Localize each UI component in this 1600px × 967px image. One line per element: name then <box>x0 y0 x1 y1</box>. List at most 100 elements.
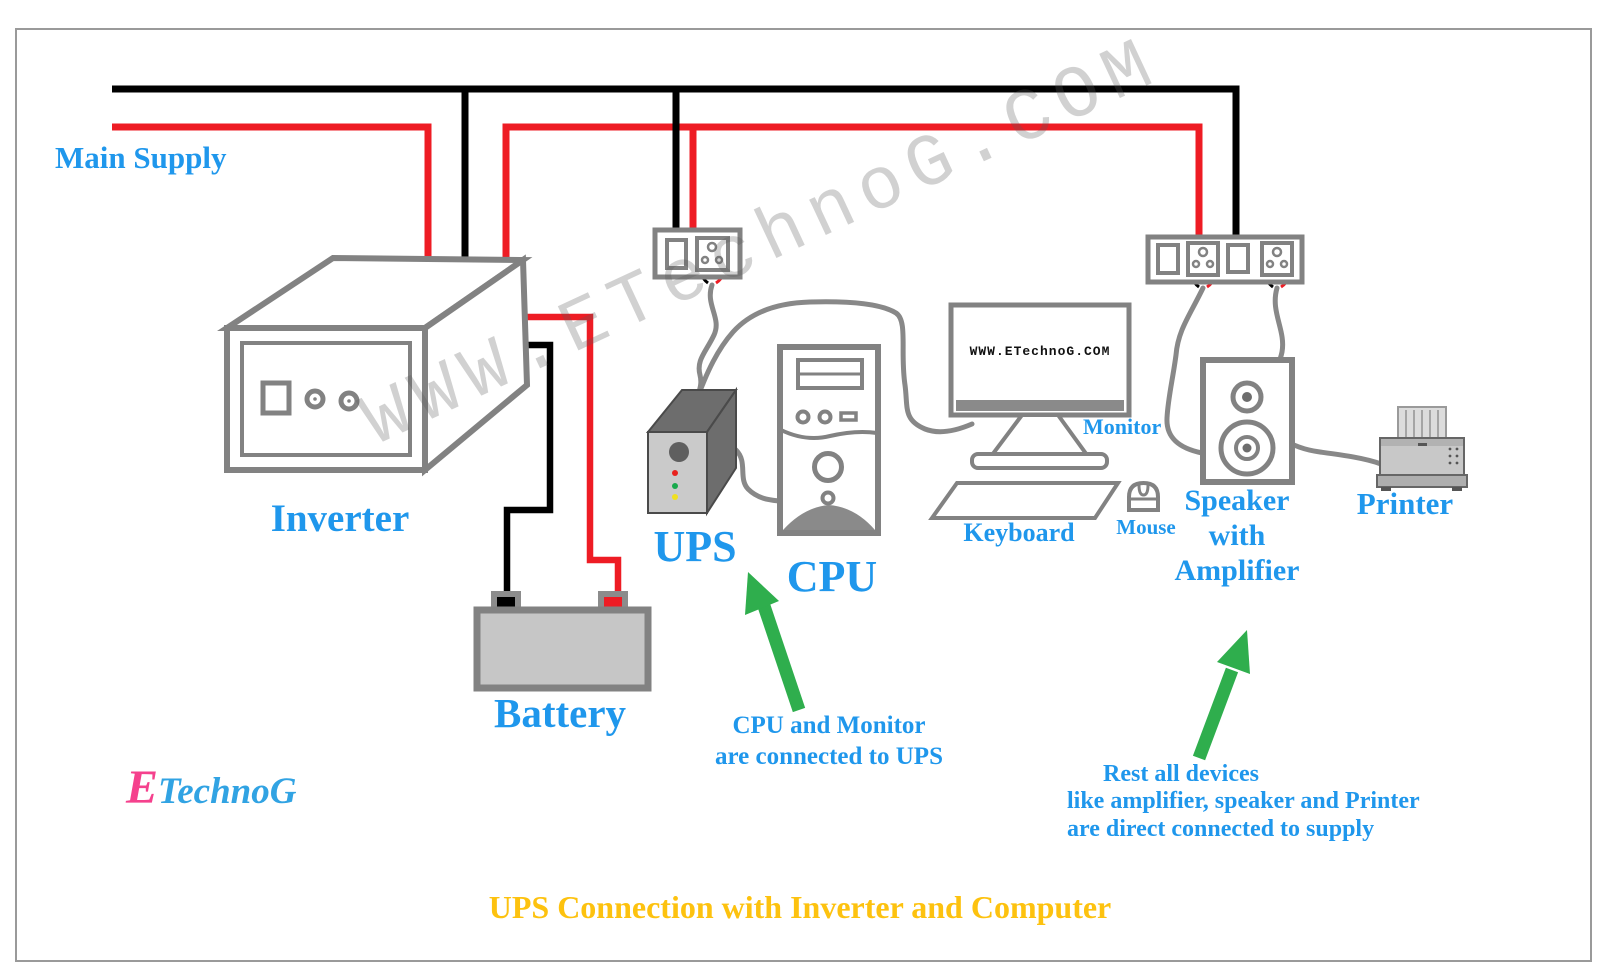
ups-button <box>669 442 689 462</box>
cable-socket2-to-speaker <box>1164 285 1206 456</box>
annotation-arrows <box>745 572 1250 761</box>
battery-wires <box>503 313 622 597</box>
cable-ups-to-monitor <box>697 299 975 435</box>
ups-note-arrow-head <box>745 572 779 615</box>
printer-indicator-dots <box>1448 447 1459 465</box>
keyboard-device <box>928 481 1122 520</box>
printer-slot <box>1418 443 1427 446</box>
printer-top-band <box>1381 439 1463 446</box>
printer-base <box>1376 474 1468 488</box>
monitor-screen <box>948 302 1132 418</box>
inverter-switch <box>260 380 292 416</box>
supply-note-line1: Rest all devices <box>1103 761 1259 787</box>
cpu-vent-small <box>820 490 836 506</box>
supply-note-line3: are direct connected to supply <box>1067 815 1375 842</box>
printer-paper-ridges <box>1405 410 1439 437</box>
speaker-woofer-inner <box>1234 435 1260 461</box>
battery-red-wire <box>527 313 622 597</box>
red-supply-wire-right <box>502 123 1203 262</box>
inverter-front-face <box>224 325 428 473</box>
red-supply-wire-left <box>112 123 432 262</box>
socket1-outlet <box>695 236 730 272</box>
keyboard-label: Keyboard <box>963 518 1075 547</box>
battery-device <box>473 591 652 692</box>
ups-connection-note: CPU and Monitor are connected to UPS <box>698 711 960 772</box>
cpu-button-2 <box>817 409 833 425</box>
printer-label: Printer <box>1356 486 1454 521</box>
cpu-usb-port <box>839 411 858 422</box>
main-supply-wires <box>112 85 1240 262</box>
supply-note-line2: like amplifier, speaker and Printer <box>1067 788 1420 815</box>
battery-terminal-pos-contact <box>604 597 622 607</box>
speaker-tweeter-ring <box>1230 380 1264 414</box>
speaker-device <box>1200 357 1295 485</box>
logo-rest-text: TechnoG <box>158 771 297 812</box>
logo-letter-e: E <box>126 761 159 814</box>
ups-note-line2: are connected to UPS <box>715 742 943 770</box>
socket2b-hole-left <box>1265 259 1275 269</box>
monitor-label: Monitor <box>1083 414 1162 439</box>
supply-connection-note: Rest all devices like amplifier, speaker… <box>1067 761 1447 843</box>
socket2b-hole-top <box>1271 246 1283 258</box>
inverter-device <box>217 254 533 477</box>
inverter-knob-1-dot <box>313 397 317 401</box>
mouse-scroll-wheel <box>1137 484 1150 497</box>
inverter-front-panel <box>240 341 412 457</box>
cpu-panel-line <box>780 428 878 440</box>
printer-device <box>1376 406 1468 491</box>
etechnog-logo: ETechnoG <box>126 760 296 815</box>
cpu-base-wave <box>783 505 875 530</box>
supply-note-arrow-head <box>1217 630 1250 674</box>
speaker-woofer-dot <box>1242 443 1252 453</box>
battery-body <box>473 606 652 692</box>
ups-note-arrow-shaft <box>757 603 806 713</box>
socket2-switch-1 <box>1156 243 1180 275</box>
ups-led-red <box>672 470 678 476</box>
socket2a-hole-right <box>1205 259 1215 269</box>
cable-ups-to-cpu <box>733 447 782 504</box>
socket1-hole-top <box>706 241 718 253</box>
monitor-stand <box>988 413 1091 457</box>
mouse-label: Mouse <box>1116 515 1176 539</box>
speaker-woofer-ring <box>1218 419 1276 477</box>
wall-socket-2 <box>1145 234 1305 289</box>
mouse-device <box>1127 480 1160 512</box>
supply-note-arrow-shaft <box>1192 667 1239 761</box>
monitor-device <box>948 302 1132 470</box>
ups-led-green <box>672 483 678 489</box>
ups-label: UPS <box>653 522 737 571</box>
battery-label: Battery <box>493 690 627 736</box>
monitor-screen-text: WWW.ETechnoG.COM <box>969 344 1111 359</box>
socket1-switch <box>665 238 688 270</box>
speaker-tweeter-dot <box>1242 392 1252 402</box>
cpu-device <box>777 344 881 536</box>
battery-terminal-neg-contact <box>497 597 515 607</box>
inverter-label: Inverter <box>270 497 410 540</box>
main-supply-label: Main Supply <box>55 140 227 175</box>
inverter-knob-2-dot <box>347 399 351 403</box>
socket2a-hole-top <box>1197 246 1209 258</box>
socket1-hole-right <box>714 255 724 265</box>
monitor-bottom-bar <box>956 400 1124 411</box>
ups-device <box>645 386 738 517</box>
speaker-label-line2: with <box>1208 519 1266 553</box>
printer-foot-right <box>1452 487 1462 491</box>
diagram-title: UPS Connection with Inverter and Compute… <box>488 889 1112 925</box>
cpu-vent-large <box>812 451 844 483</box>
black-supply-wire <box>112 85 1240 240</box>
socket2b-hole-right <box>1279 259 1289 269</box>
battery-black-wire <box>503 341 554 597</box>
speaker-label: Speaker with Amplifier <box>1152 483 1322 588</box>
ups-note-line1: CPU and Monitor <box>732 712 926 739</box>
speaker-label-line3: Amplifier <box>1174 554 1300 588</box>
ups-led-yellow <box>672 494 678 500</box>
monitor-base <box>970 452 1109 470</box>
socket2-switch-2 <box>1226 243 1250 274</box>
wall-socket-1 <box>652 227 743 285</box>
printer-foot-left <box>1381 487 1391 491</box>
speaker-label-line1: Speaker <box>1184 484 1290 517</box>
cpu-label: CPU <box>786 552 878 601</box>
cpu-button-1 <box>795 409 811 425</box>
